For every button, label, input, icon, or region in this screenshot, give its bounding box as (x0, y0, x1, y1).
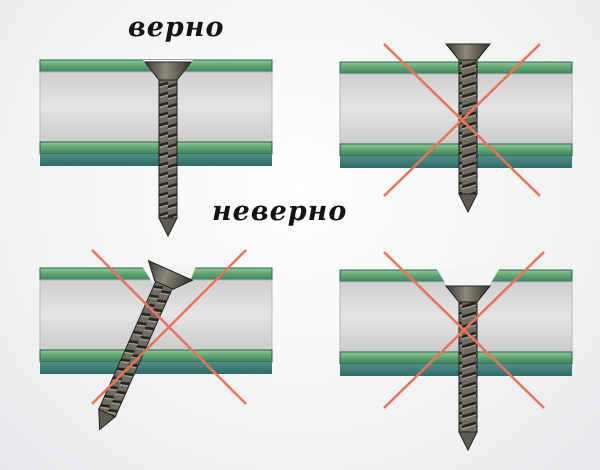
cross-mark (383, 251, 545, 409)
caption-incorrect: неверно (212, 196, 348, 227)
screw-not-countersunk-panel (339, 43, 573, 214)
drywall-board (39, 59, 273, 166)
cross-mark (383, 43, 541, 197)
drywall-board (339, 268, 573, 376)
screw (143, 61, 193, 238)
screw-angled-panel (39, 249, 273, 431)
correct-panel (39, 59, 273, 238)
screw (98, 259, 194, 431)
screw-too-deep-panel (339, 251, 573, 452)
caption-correct: верно (128, 12, 225, 43)
screw (444, 285, 492, 452)
cross-mark (91, 249, 247, 405)
